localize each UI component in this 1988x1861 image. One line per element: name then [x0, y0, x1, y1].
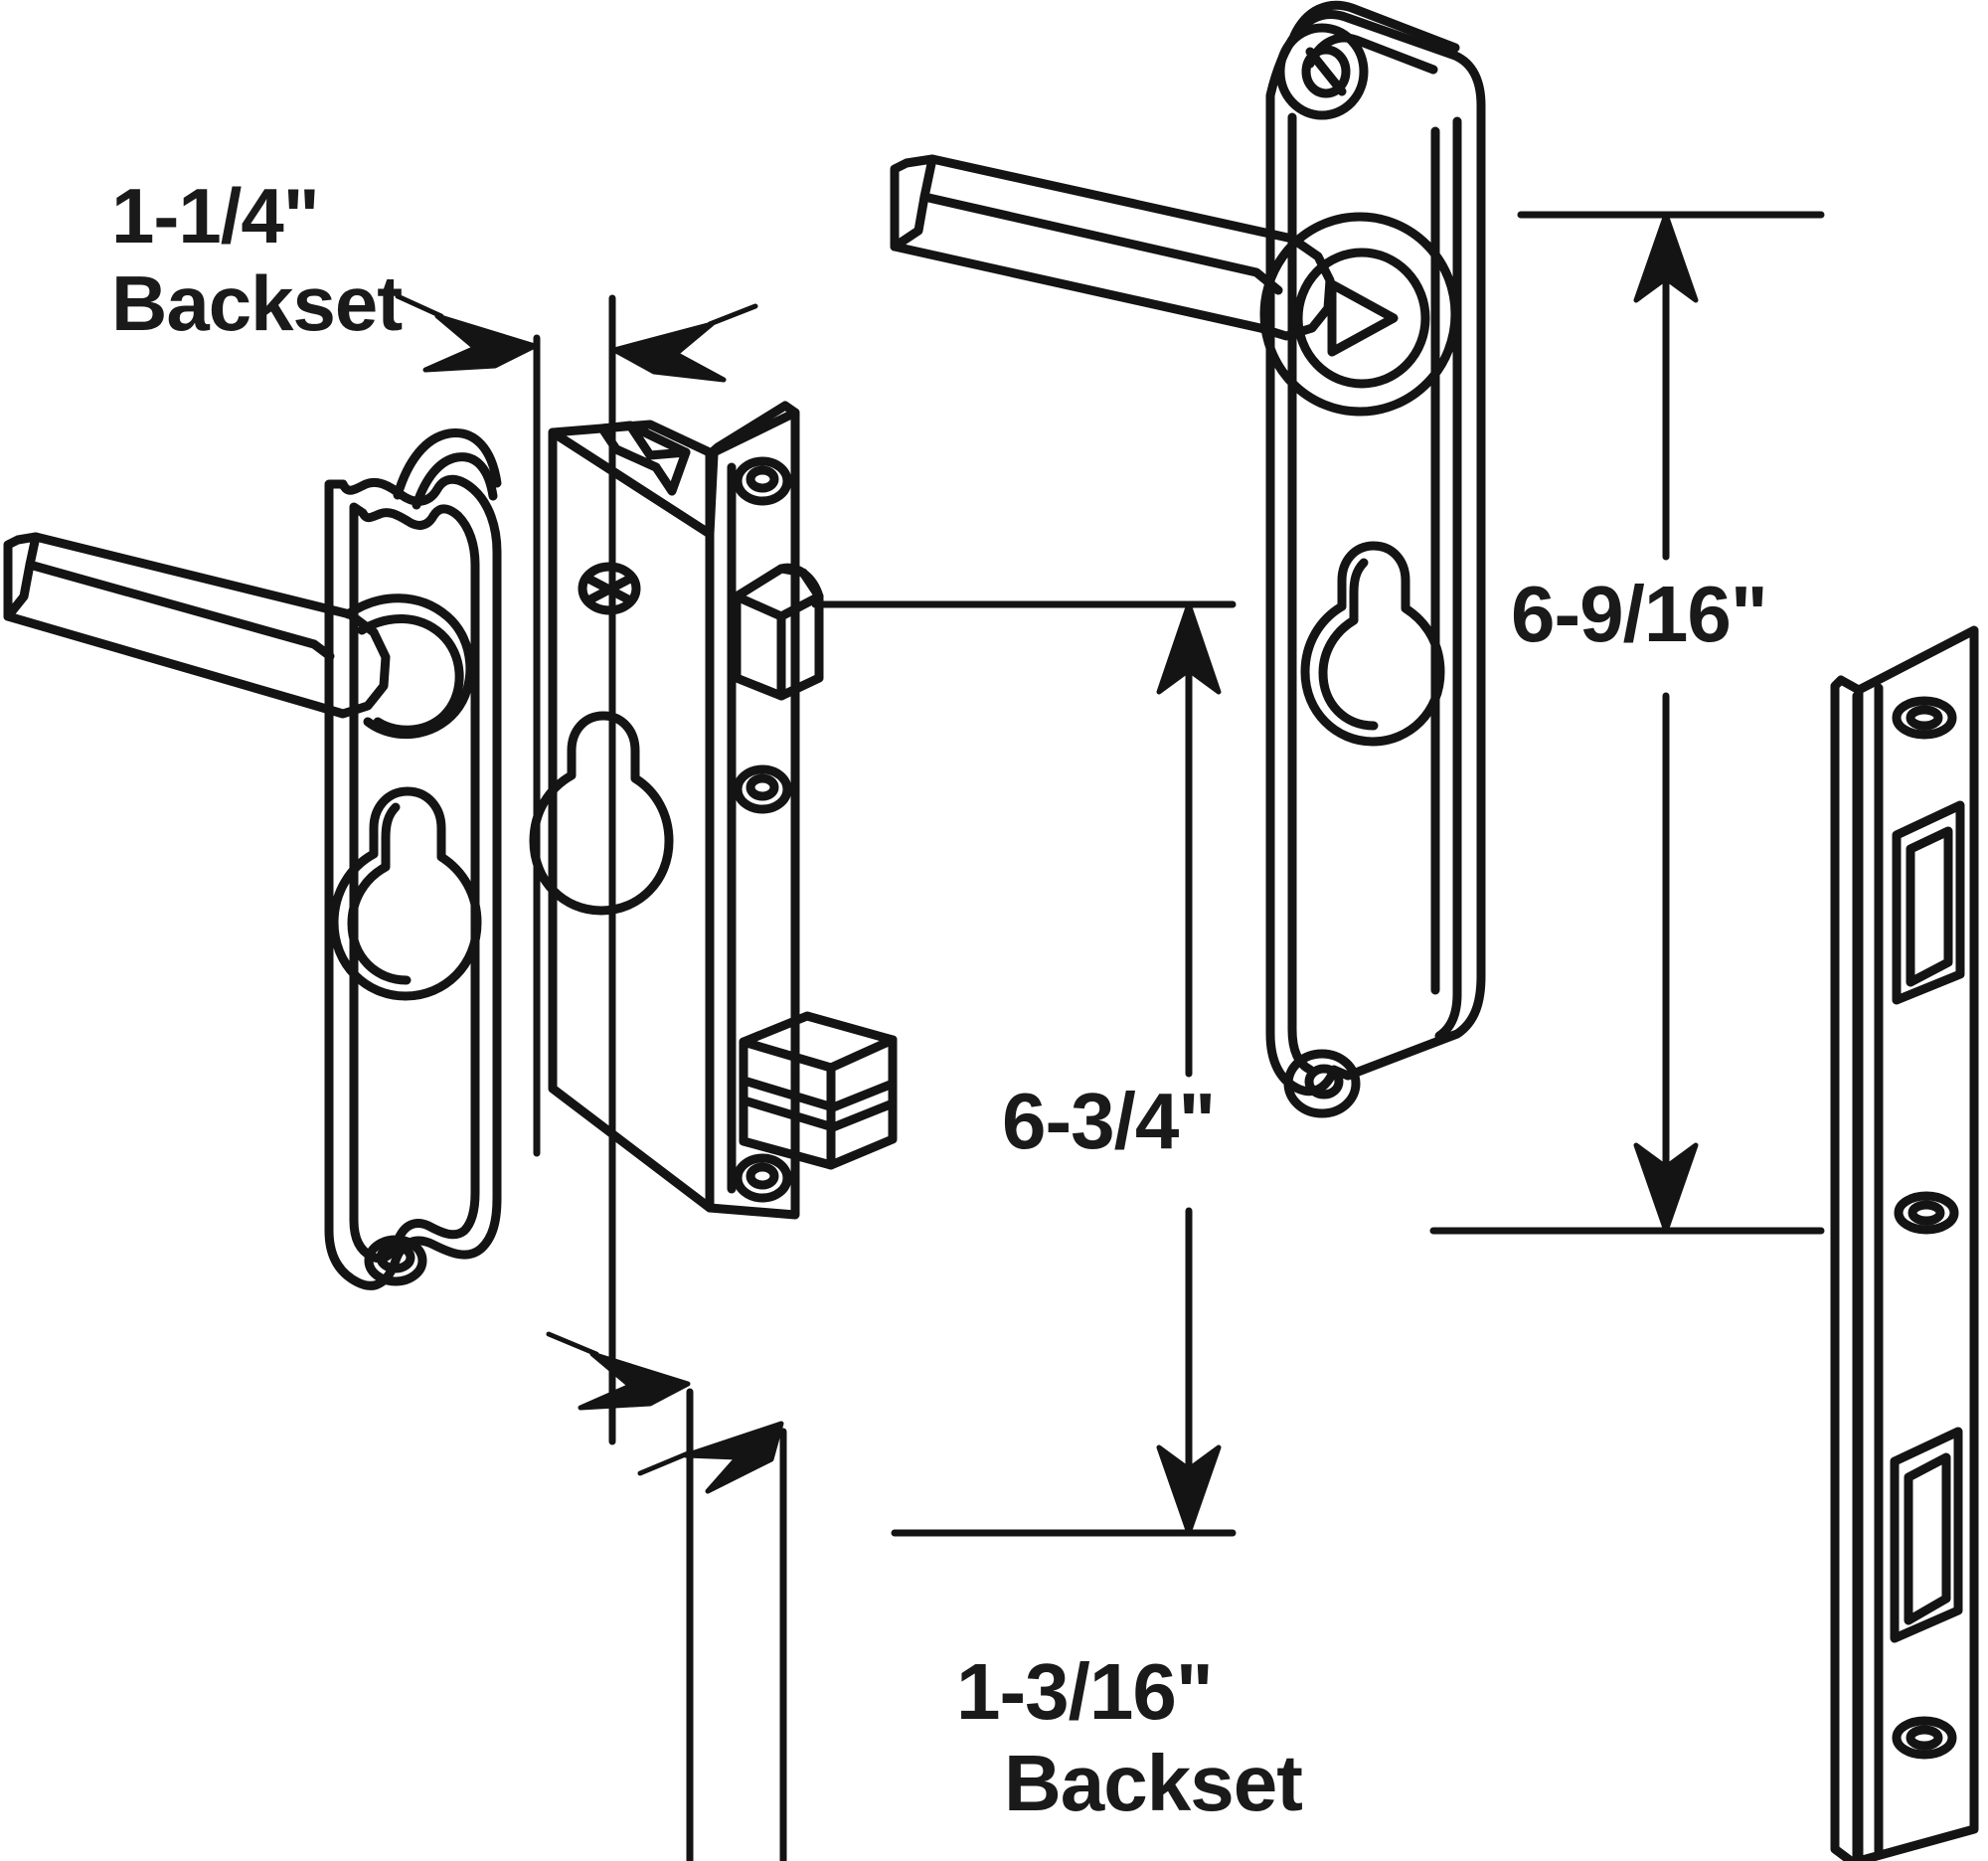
- exterior-plate-top-screw-hole: [1301, 45, 1351, 98]
- exterior-escutcheon-plate: [890, 0, 1486, 1118]
- faceplate-screw-hole-top-inner: [746, 465, 779, 493]
- arrowhead-six-three-up: [1156, 601, 1222, 695]
- exterior-lever-butt-edge: [890, 192, 929, 252]
- dead-bolt: [739, 1011, 898, 1170]
- dead-bolt-groove-upper: [743, 1077, 898, 1112]
- arrowhead-six-three-down: [1156, 1444, 1222, 1536]
- strike-plate-bolt-cutout: [1890, 1427, 1963, 1643]
- escutcheon-screw-hole: [364, 1235, 427, 1286]
- dimension-label-six-nine-sixteenths: 6-9/16": [1511, 570, 1768, 658]
- interior-lever-rose-inner: [357, 614, 464, 735]
- strike-plate-latch-cutout-inner: [1905, 826, 1953, 987]
- interior-escutcheon-plate: [3, 428, 502, 1290]
- strike-plate-bolt-cutout-inner: [1904, 1452, 1951, 1625]
- lock-faceplate: [705, 408, 800, 1220]
- latch-bolt-top-fold: [732, 592, 824, 621]
- arrow-tail-backset-left: [395, 293, 444, 319]
- interior-keyway-bevel: [347, 802, 412, 985]
- faceplate-screw-hole-middle-inner: [746, 773, 779, 801]
- strike-plate-screw-hole-middle-inner: [1907, 1200, 1945, 1226]
- exterior-plate-bottom-screw-boss: [1283, 1049, 1361, 1118]
- strike-plate-screw-hole-middle: [1894, 1191, 1959, 1235]
- arrow-tail-backset-right: [707, 303, 758, 327]
- exterior-lever-rose-inner: [1293, 248, 1430, 389]
- exterior-plate-top-screw-boss: [1275, 23, 1369, 120]
- arrowhead-six-nine-up: [1633, 212, 1699, 303]
- arrowhead-backset-bottom-out: [683, 1421, 784, 1494]
- lock-case-notch-edge: [625, 421, 691, 460]
- exterior-keyway-bevel: [1318, 558, 1379, 731]
- exterior-plate-right-bevel: [1434, 116, 1462, 1041]
- dimension-label-backset-left: 1-1/4" Backset: [111, 172, 403, 347]
- lock-case-front-face: [548, 427, 715, 1213]
- arrowhead-backset-left-in: [422, 313, 538, 373]
- strike-plate-rolled-edge: [1830, 675, 1864, 1861]
- arrow-tail-backset-bottom-left: [546, 1331, 599, 1357]
- backset-bottom-word: Backset: [1004, 1739, 1303, 1827]
- dead-bolt-top-fold: [739, 1035, 898, 1073]
- faceplate-screw-hole-middle: [733, 764, 792, 814]
- lock-case-top-face: [548, 420, 719, 539]
- dead-bolt-groove-lower: [743, 1097, 898, 1132]
- exterior-plate-outline: [1265, 10, 1486, 1097]
- arrowhead-backset-bottom-in: [578, 1351, 691, 1411]
- height-right-value: 6-9/16": [1511, 570, 1768, 658]
- arrow-tail-backset-bottom-right: [637, 1450, 691, 1476]
- arrowhead-six-nine-down: [1633, 1142, 1699, 1234]
- exterior-lever-rose: [1259, 212, 1460, 417]
- strike-plate: [1830, 625, 1979, 1861]
- interior-lever-butt-edge: [3, 560, 35, 621]
- exterior-plate-crown: [1289, 0, 1460, 53]
- latch-bolt-bevel: [776, 563, 824, 601]
- strike-plate-screw-hole-bottom-inner: [1905, 1725, 1943, 1751]
- exterior-plate-bottom-screw-hole: [1304, 1064, 1344, 1100]
- faceplate-screw-hole-bottom-inner: [746, 1162, 779, 1190]
- exterior-plate-top-screw-slot: [1305, 47, 1347, 96]
- exterior-spindle-square: [1327, 279, 1399, 357]
- lock-faceplate-top-bevel: [705, 401, 800, 459]
- mortise-lock-body: [529, 401, 898, 1220]
- dimension-lines: [533, 211, 1825, 1861]
- strike-plate-screw-hole-top: [1892, 696, 1957, 740]
- interior-lever-top-edge: [25, 532, 335, 661]
- strike-plate-screw-hole-bottom: [1892, 1716, 1957, 1760]
- lock-case-notch-fold: [611, 444, 661, 472]
- escutcheon-screw-hole-inner: [376, 1242, 415, 1273]
- height-center-value: 6-3/4": [1002, 1077, 1216, 1165]
- strike-plate-latch-cutout: [1892, 800, 1965, 1005]
- escutcheon-crown-detail: [393, 428, 502, 500]
- dimension-label-backset-bottom: 1-3/16" Backset: [956, 1647, 1303, 1827]
- faceplate-screw-hole-top: [733, 456, 792, 506]
- dimension-arrowheads: [395, 212, 1699, 1536]
- backset-left-value: 1-1/4": [111, 172, 320, 259]
- strike-plate-screw-hole-top-inner: [1905, 705, 1943, 731]
- faceplate-screw-hole-bottom: [733, 1153, 792, 1203]
- exterior-plate-left-bevel: [1287, 112, 1315, 1075]
- dimension-label-six-three-quarters: 6-3/4": [1002, 1077, 1216, 1165]
- backset-bottom-value: 1-3/16": [956, 1647, 1214, 1736]
- arrowhead-backset-left-out: [611, 321, 727, 383]
- interior-keyway-cutout: [329, 786, 482, 1001]
- exterior-keyway-cutout: [1300, 541, 1445, 747]
- escutcheon-crown-inner: [412, 452, 498, 510]
- exterior-lever-top-edge: [919, 154, 1283, 295]
- backset-left-word: Backset: [111, 259, 403, 347]
